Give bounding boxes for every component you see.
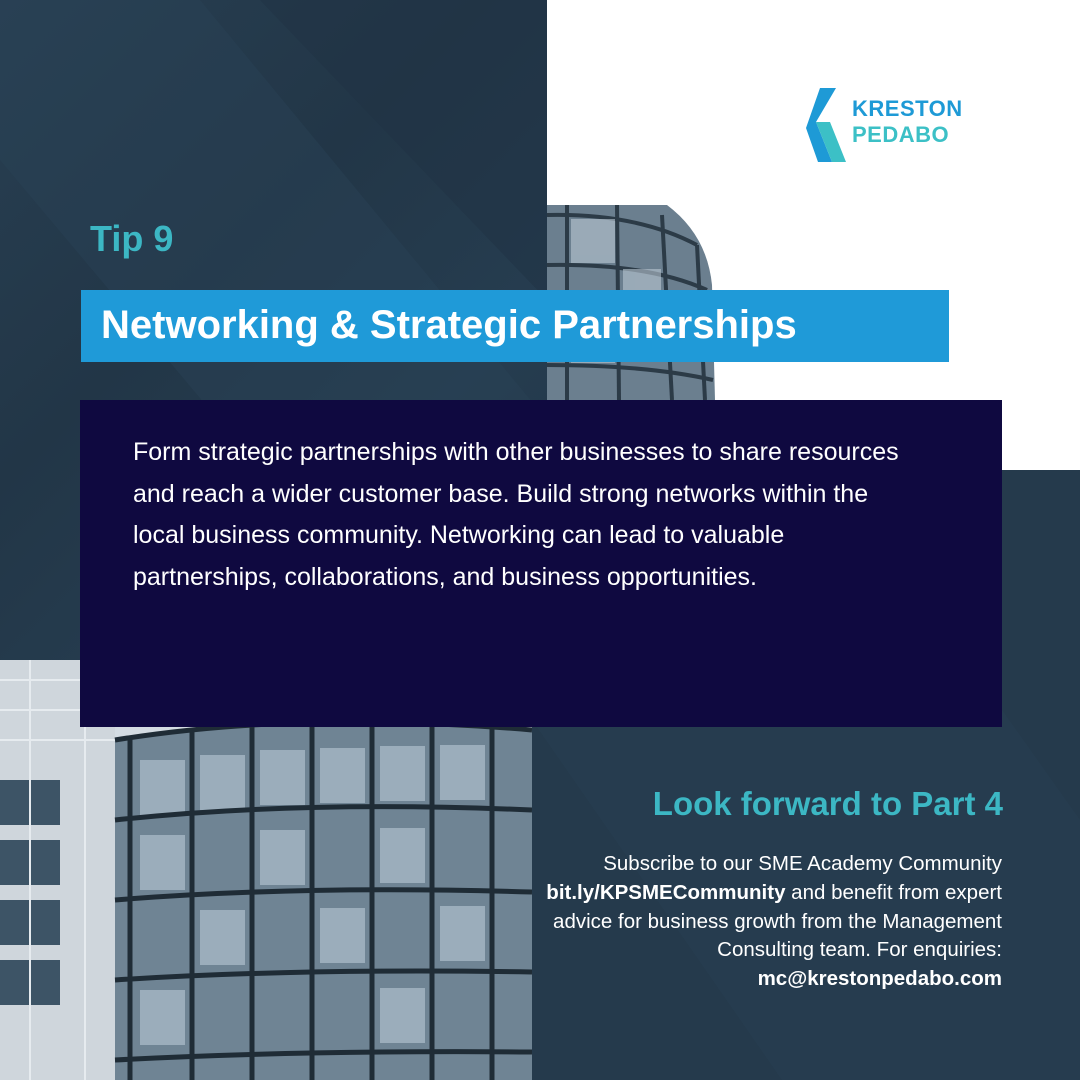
subscribe-text-2: and benefit from expert advice for busin… xyxy=(553,880,1002,962)
community-link[interactable]: bit.ly/KPSMECommunity xyxy=(546,880,786,904)
contact-email[interactable]: mc@krestonpedabo.com xyxy=(757,967,1002,991)
tip-title-banner: Networking & Strategic Partnerships xyxy=(81,290,949,362)
tip-body-text: Form strategic partnerships with other b… xyxy=(133,438,899,591)
tip-body-panel: Form strategic partnerships with other b… xyxy=(80,400,1002,727)
tip-number: Tip 9 xyxy=(90,218,174,259)
next-part-heading: Look forward to Part 4 xyxy=(652,785,1003,822)
tip-title: Networking & Strategic Partnerships xyxy=(101,303,797,347)
building-photo-bottom xyxy=(0,660,532,1080)
subscribe-info: Subscribe to our SME Academy Community b… xyxy=(532,850,1002,994)
brand-logo: KRESTON PEDABO xyxy=(806,88,976,162)
logo-text-pedabo: PEDABO xyxy=(852,122,950,147)
subscribe-text-1: Subscribe to our SME Academy Community xyxy=(603,852,1002,875)
logo-mark-icon xyxy=(806,88,846,162)
logo-text-kreston: KRESTON xyxy=(852,96,963,121)
